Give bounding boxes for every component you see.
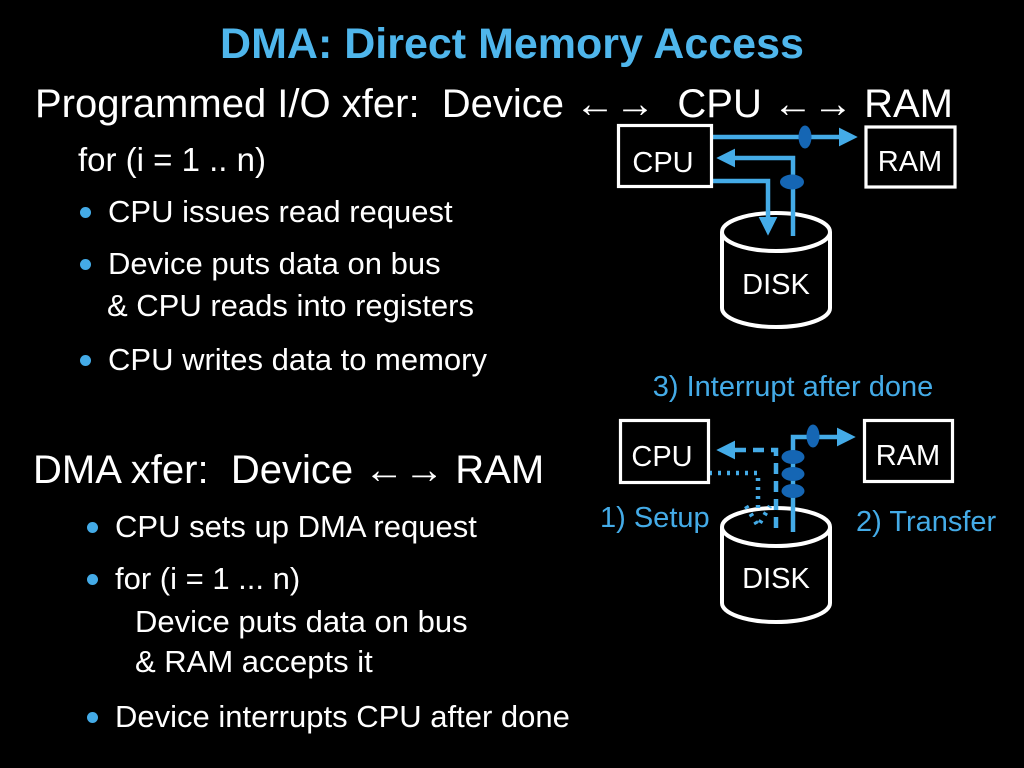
list-item-label: Device puts data on bus bbox=[108, 246, 441, 281]
bullet-icon bbox=[80, 206, 91, 218]
list-item-label: for (i = 1 ... n) bbox=[115, 561, 301, 596]
setup-arrowhead-icon bbox=[744, 504, 772, 531]
dma-heading: DMA xfer: Device ←→ RAM bbox=[33, 448, 545, 492]
bus-node-icon bbox=[781, 467, 805, 481]
disk-cylinder bbox=[720, 527, 832, 624]
dma-diagram: 3) Interrupt after done DISK CPU RAM 1) … bbox=[600, 371, 997, 624]
bullet-icon bbox=[80, 354, 91, 366]
cpu-box bbox=[618, 418, 711, 485]
interrupt-step-label: 3) Interrupt after done bbox=[653, 371, 934, 403]
bullet-icon bbox=[87, 521, 98, 533]
bus-node-icon bbox=[781, 450, 805, 464]
list-item-label: CPU issues read request bbox=[108, 194, 453, 229]
cpu-label: CPU bbox=[632, 147, 693, 179]
list-item-label: Device interrupts CPU after done bbox=[115, 699, 570, 734]
interrupt-arrow bbox=[716, 440, 779, 528]
bullet-icon bbox=[80, 258, 91, 270]
ram-box bbox=[864, 125, 957, 189]
bus-node-icon bbox=[781, 484, 805, 498]
pio-diagram: DISK CPU RAM bbox=[616, 123, 957, 329]
ram-box bbox=[862, 418, 955, 484]
list-item: for (i = 1 ... n) bbox=[87, 558, 300, 600]
disk-label: DISK bbox=[742, 269, 810, 301]
list-item-label: CPU writes data to memory bbox=[108, 342, 487, 377]
slide-title: DMA: Direct Memory Access bbox=[220, 20, 804, 68]
setup-arrow bbox=[709, 470, 761, 508]
disk-to-cpu-arrow bbox=[716, 148, 796, 236]
bus-node-icon bbox=[806, 424, 820, 448]
disk-label: DISK bbox=[742, 563, 810, 595]
disk-cylinder-top bbox=[720, 211, 832, 253]
bus-node-icon bbox=[780, 174, 804, 190]
list-item: Device puts data on bus bbox=[80, 243, 441, 285]
bullet-icon bbox=[87, 711, 98, 723]
setup-step-label: 1) Setup bbox=[600, 502, 710, 534]
list-item-label: CPU sets up DMA request bbox=[115, 509, 477, 544]
list-item-continuation: Device puts data on bus bbox=[135, 604, 468, 639]
ram-label: RAM bbox=[876, 440, 940, 472]
list-item: Device interrupts CPU after done bbox=[87, 696, 570, 738]
list-item-continuation: & CPU reads into registers bbox=[107, 288, 474, 323]
list-item-continuation: & RAM accepts it bbox=[135, 644, 373, 679]
list-item: CPU issues read request bbox=[80, 191, 453, 233]
ram-label: RAM bbox=[878, 146, 942, 178]
pio-for-line: for (i = 1 .. n) bbox=[78, 141, 266, 178]
list-item: CPU sets up DMA request bbox=[87, 506, 477, 548]
cpu-to-disk-arrow bbox=[712, 178, 778, 236]
bullet-icon bbox=[87, 573, 98, 585]
transfer-arrow bbox=[790, 427, 856, 532]
cpu-box bbox=[616, 123, 714, 189]
bus-node-icon bbox=[798, 125, 812, 149]
list-item: CPU writes data to memory bbox=[80, 339, 487, 381]
pio-heading: Programmed I/O xfer: Device ←→ CPU ←→ RA… bbox=[35, 82, 953, 126]
transfer-step-label: 2) Transfer bbox=[856, 506, 997, 538]
disk-cylinder bbox=[720, 232, 832, 329]
cpu-label: CPU bbox=[631, 441, 692, 473]
